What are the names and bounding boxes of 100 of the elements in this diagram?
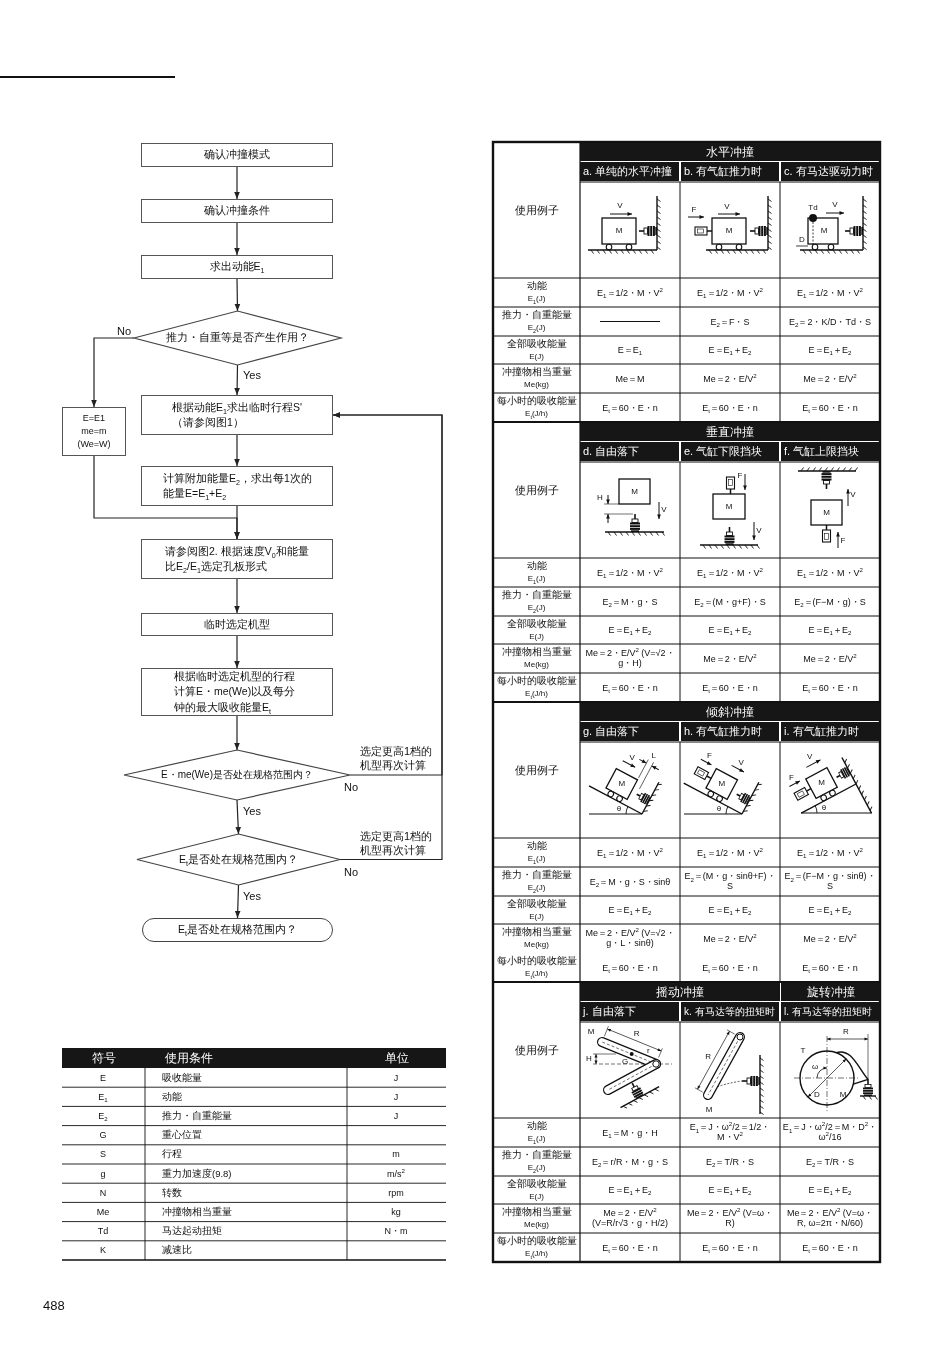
quantity-symbol: E$_{1}$(J) [527,574,546,584]
variable-label: R [843,1027,849,1037]
edge-label: Yes [243,805,261,818]
arrow [234,434,240,467]
variable-label: M [725,501,733,512]
formula: E$_{1}$＝1/2・M・V$^{2}$ [797,567,863,578]
row-label: 全部吸收能量 [506,897,567,910]
formula: Me＝2・E/V$^{2}$ [703,373,757,384]
section-header: 摇动冲撞 [580,983,780,1001]
variable-label: F [691,205,697,215]
formula: Me＝2・E/V$^{2}$ (V=ω・R, ω=2π・N/60) [785,1207,875,1230]
row-label: 冲撞物相当重量 [501,926,572,938]
step-text: 根据动能E$_{1}$求出临时行程S' [172,399,302,415]
description-text: 吸收能量 [162,1071,202,1084]
description-text: 动能 [162,1091,182,1103]
symbol-text: g [100,1168,106,1179]
column-header: k. 有马达等的扭矩时 [681,1002,779,1021]
unit-text: J [393,1110,399,1122]
decision-diamond: 推力・自重等是否产生作用？ [134,311,341,365]
quantity-symbol: E(J) [529,631,544,642]
variable-label: V [629,753,635,763]
formula: Me＝2・E/V$^{2}$ [803,373,857,384]
arrow [234,222,240,256]
arrow [234,635,240,669]
symbol-text: S [100,1149,106,1160]
formula: E$_{t}$＝60・E・n [602,1242,658,1253]
formula: Me＝2・E/V$^{2}$ [703,653,757,664]
section-header: 倾斜冲撞 [580,703,880,721]
row-label: 冲撞物相当重量 [501,366,572,378]
variable-label: M [823,507,830,518]
quantity-symbol: Me(kg) [524,660,549,670]
formula: E＝E$_{1}$＋E$_{2}$ [708,1184,752,1196]
quantity-symbol: Me(kg) [524,380,549,390]
process-box: E=E1 me=m (We=W) [62,407,126,456]
symbol-text: G [99,1129,107,1141]
formula: E$_{1}$＝J・ω$^{2}$/2＝M・D$^{2}$・ω$^{2}$/16 [782,1121,878,1144]
variable-label: ω [811,1062,819,1072]
quantity-symbol: E$_{t}$(J/h) [525,969,548,979]
note-text: 选定更高1档的机型再次计算 [360,829,434,858]
process-box: 请参阅图2. 根据速度V$_{0}$和能量比E$_{2}$/E$_{1}$选定孔板形式 [141,539,333,579]
variable-label: M [818,778,825,788]
column-header: i. 有气缸推力时 [781,722,880,741]
row-label: 动能 [526,280,547,292]
quantity-symbol: E$_{2}$(J) [527,1163,546,1173]
column-header: 使用条件 [145,1048,347,1068]
formula: E$_{2}$＝(F−M・g・sinθ)・S [783,870,877,893]
quantity-symbol: E$_{1}$(J) [527,854,546,864]
section-header: 垂直冲撞 [580,423,880,441]
process-box: 临时选定机型 [141,613,333,636]
decision-diamond: E$_{t}$是否处在规格范围内？ [137,834,340,885]
formula: E$_{t}$＝60・E・n [802,402,858,413]
variable-label: F [707,751,712,761]
quantity-symbol: E(J) [529,351,544,362]
row-label: 动能 [526,840,547,852]
symbol-text: Td [97,1225,109,1237]
column-header: j. 自由落下 [580,1002,679,1021]
quantity-symbol: E$_{t}$(J/h) [525,1249,548,1259]
row-label: 使用例子 [514,203,559,217]
formula: Me＝2・E/V$^{2}$ (V=R/r√3・g・H/2) [590,1207,670,1230]
arrow [91,337,135,408]
formula: E＝E$_{1}$＋E$_{2}$ [808,904,852,916]
formula: Me＝2・E/V$^{2}$ [803,933,857,944]
symbol-text: E$_{1}$ [98,1091,108,1103]
formula: E$_{t}$＝60・E・n [602,682,658,693]
arrow [234,715,240,751]
formula: E$_{t}$＝60・E・n [702,962,758,973]
row-label: 使用例子 [514,763,559,777]
variable-label: M [615,226,623,236]
process-box: 计算附加能量E$_{2}$，求出每1次的能量E=E$_{1}$+E$_{2}$ [141,466,333,506]
variable-label: M [839,1090,847,1100]
arrow [235,799,241,835]
description-text: 马达起动扭矩 [162,1225,222,1237]
formula: E$_{1}$＝M・g・H [602,1127,658,1138]
variable-label: R [705,1052,712,1063]
formula: Me＝M [615,373,645,384]
section-header: 旋转冲撞 [781,983,880,1001]
formula: Me＝2・E/V$^{2}$ [803,653,857,664]
symbol-text: Me [96,1206,110,1218]
variable-label: M [725,226,733,236]
variable-label: F [840,536,846,546]
variable-label: M [618,779,626,789]
unit-text: kg [391,1206,401,1218]
formula: Me＝2・E/V$^{2}$ (V=√2・g・H) [584,647,676,670]
row-label: 每小时的吸收能量 [496,1235,577,1247]
quantity-symbol: E$_{t}$(J/h) [525,409,548,419]
formula: E$_{t}$＝60・E・n [602,402,658,413]
quantity-symbol: E$_{1}$(J) [527,1134,546,1144]
process-box: 求出动能E$_{1}$ [141,255,333,279]
edge-label: Yes [243,890,261,903]
variable-label: G [621,1057,629,1067]
row-label: 全部吸收能量 [506,337,567,350]
variable-label: M [718,779,726,789]
variable-label: F [737,471,743,481]
column-header: d. 自由落下 [580,442,679,461]
row-label: 使用例子 [514,483,559,497]
column-header: 单位 [347,1048,446,1068]
variable-label: H [586,1054,592,1064]
formula: E＝E$_{1}$＋E$_{2}$ [708,904,752,916]
note-text: 选定更高1档的机型再次计算 [360,744,434,773]
quantity-symbol: E(J) [529,911,544,922]
